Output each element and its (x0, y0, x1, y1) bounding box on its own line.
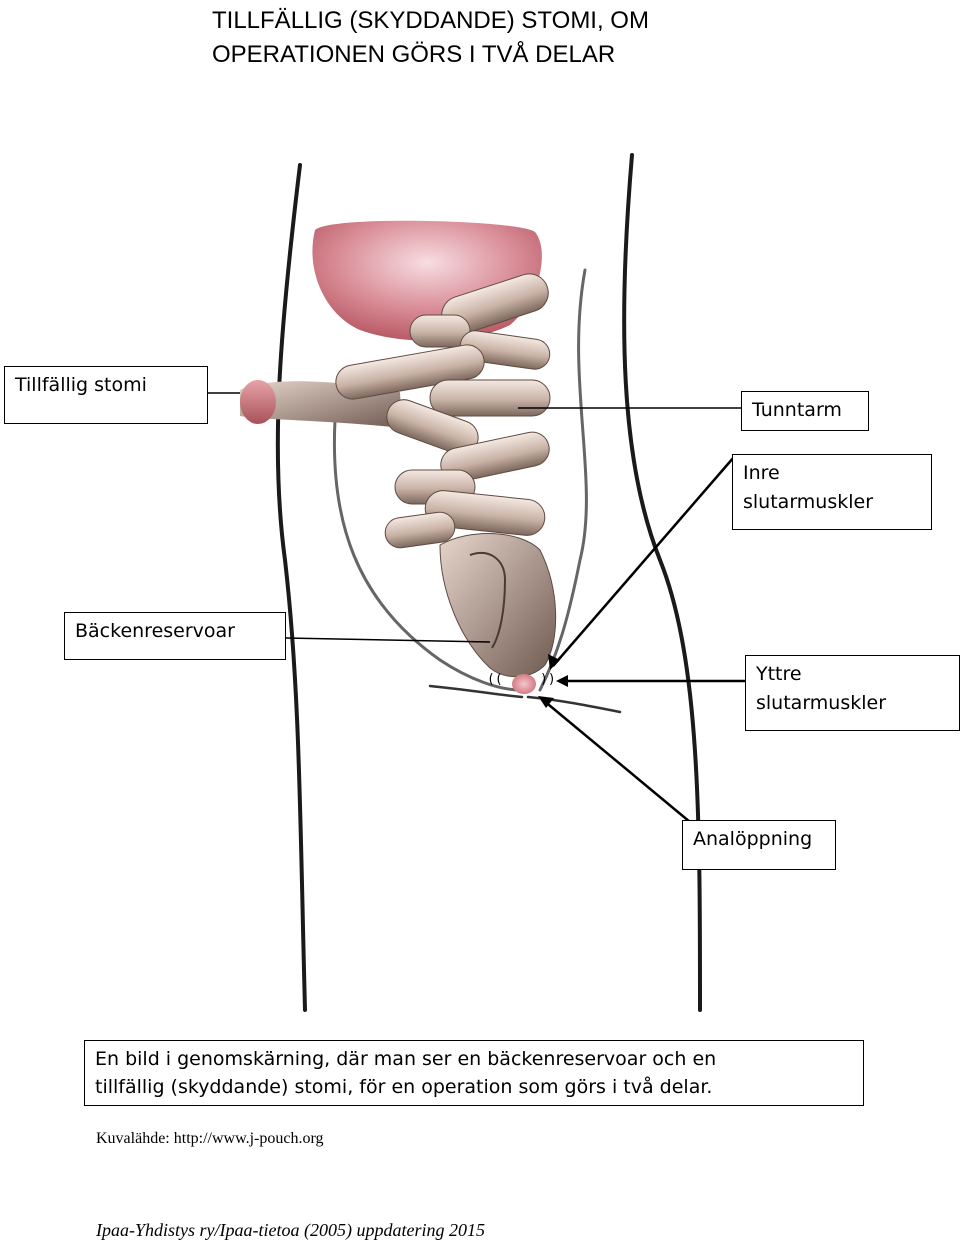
page-footer: Ipaa-Yhdistys ry/Ipaa-tietoa (2005) uppd… (96, 1220, 485, 1241)
label-outer-sphincter-line-2: slutarmuskler (756, 689, 949, 718)
arrowhead-outer-sphincter (556, 675, 568, 687)
label-small-intestine: Tunntarm (741, 391, 869, 431)
label-temporary-stoma-text: Tillfällig stomi (15, 371, 197, 400)
label-anal-opening: Analöppning (682, 820, 836, 870)
label-inner-sphincter-line-2: slutarmuskler (743, 488, 921, 517)
body-outline-left (278, 165, 305, 1010)
leader-pelvic-pouch (286, 638, 490, 642)
label-temporary-stoma: Tillfällig stomi (4, 366, 208, 424)
intestine-segment (430, 380, 550, 416)
label-outer-sphincter-line-1: Yttre (756, 660, 949, 689)
label-pelvic-pouch-text: Bäckenreservoar (75, 617, 275, 646)
label-outer-sphincter: Yttre slutarmuskler (745, 655, 960, 731)
image-source: Kuvalähde: http://www.j-pouch.org (96, 1130, 324, 1148)
figure-caption: En bild i genomskärning, där man ser en … (84, 1040, 864, 1106)
label-anal-opening-text: Analöppning (693, 825, 825, 854)
body-outline-right (624, 155, 700, 1010)
label-inner-sphincter: Inre slutarmuskler (732, 454, 932, 530)
sphincter-marker-right: )) (540, 672, 556, 687)
caption-line-1: En bild i genomskärning, där man ser en … (95, 1045, 853, 1073)
anal-opening-shape (512, 674, 536, 694)
sphincter-marker-left: (( (487, 672, 503, 687)
arrow-anal-opening (543, 700, 690, 822)
label-pelvic-pouch: Bäckenreservoar (64, 612, 286, 660)
label-inner-sphincter-line-1: Inre (743, 459, 921, 488)
stoma-opening (240, 380, 276, 424)
pelvic-pouch-shape (440, 534, 556, 677)
caption-line-2: tillfällig (skyddande) stomi, för en ope… (95, 1073, 853, 1101)
label-small-intestine-text: Tunntarm (752, 396, 858, 425)
